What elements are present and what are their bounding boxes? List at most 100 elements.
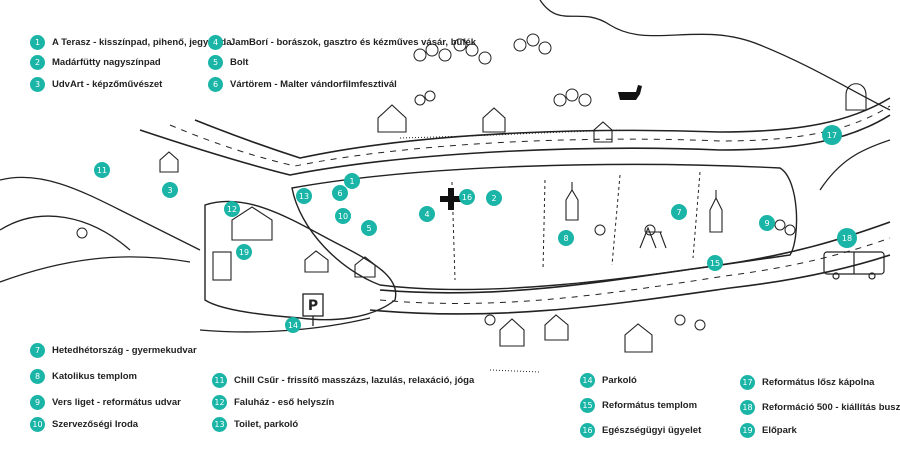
map-marker-number: 7 [676,208,681,217]
map-marker-number: 1 [349,177,354,186]
bus-icon [823,251,885,280]
festival-zone-outline [291,163,798,291]
map-marker-number: 18 [842,234,852,243]
legend-label: Vers liget - református udvar [52,396,181,408]
map-marker-number: 19 [239,248,249,257]
hill-left-2 [0,215,131,251]
legend-number-badge: 13 [212,416,227,432]
map-marker-7: 7 [671,204,687,220]
map-marker-2: 2 [486,190,502,206]
map-marker-number: 14 [288,321,298,330]
legend-label: Katolikus templom [52,370,137,382]
legend-label: Szervezőségi Iroda [52,418,139,430]
map-marker-12: 12 [224,201,240,217]
map-marker-number: 12 [227,205,237,214]
hill-left [0,176,201,251]
legend-number-badge: 17 [740,374,755,390]
legend-number-badge: 6 [208,76,223,92]
map-marker-number: 11 [97,166,107,175]
map-marker-1: 1 [344,173,360,189]
map-marker-number: 16 [462,193,472,202]
swing-icon [639,226,667,249]
map-marker-number: 2 [491,194,496,203]
legend-label: Toilet, parkoló [234,418,299,430]
medical-cross-icon [440,188,462,210]
fence-top [399,129,621,139]
legend-number-badge: 15 [580,397,595,413]
legend-number-badge: 7 [30,342,45,358]
map-marker-14: 14 [285,317,301,333]
zone-divider-1 [451,181,456,281]
map-marker-18: 18 [837,228,857,248]
road-edge-lower [194,97,891,159]
map-marker-number: 4 [424,210,429,219]
map-marker-6: 6 [332,185,348,201]
legend-number-badge: 9 [30,394,45,410]
map-marker-13: 13 [296,188,312,204]
map-marker-5: 5 [361,220,377,236]
zone-divider-2 [542,179,546,271]
legend-item-4: 4 JamBorí - borászok, gasztro és kézműves… [208,32,476,52]
road-centerline [379,237,891,304]
horse-icon [618,85,642,100]
legend-number-badge: 19 [740,422,755,438]
legend-label: A Terasz - kisszínpad, pihenő, jegyiroda [52,36,232,48]
map-marker-4: 4 [419,206,435,222]
map-marker-number: 5 [366,224,371,233]
road-edge-bottom [369,254,891,315]
legend-number-badge: 14 [580,372,595,388]
map-marker-11: 11 [94,162,110,178]
zone-divider-3 [611,174,621,266]
road-centerline-upper [169,105,891,167]
map-marker-10: 10 [335,208,351,224]
legend-number-badge: 4 [208,34,223,50]
map-marker-3: 3 [162,182,178,198]
legend-label: JamBorí - borászok, gasztro és kézműves … [230,36,477,48]
legend-item-1: 1 A Terasz - kisszínpad, pihenő, jegyirod… [30,32,231,52]
legend-label: Vártörem - Malter vándorfilmfesztivál [230,78,397,90]
legend-item-14: 14 Parkoló [580,370,637,390]
legend-label: Faluház - eső helyszín [234,396,335,408]
lower-road [199,317,371,333]
legend-item-13: 13 Toilet, parkoló [212,414,298,434]
road-edge-middle [379,221,891,294]
parking-sign-icon: P [302,293,324,326]
map-marker-8: 8 [558,230,574,246]
map-marker-number: 8 [563,234,568,243]
tree-icon [76,33,796,331]
map-marker-number: 6 [337,189,342,198]
legend-label: Reformáció 500 - kiállítás busz [762,401,900,413]
map-marker-number: 3 [167,186,172,195]
toilet-icon [212,251,232,281]
legend-number-badge: 5 [208,54,223,70]
map-marker-number: 15 [710,259,720,268]
village-block-outline [204,200,397,321]
map-marker-9: 9 [759,215,775,231]
zone-divider-4 [692,171,701,259]
legend-label: Bolt [230,56,249,68]
house-icon [159,104,653,353]
map-marker-15: 15 [707,255,723,271]
parking-sign-text: P [308,298,318,314]
map-marker-17: 17 [822,125,842,145]
road-edge-upper [139,114,891,176]
legend-item-6: 6 Vártörem - Malter vándorfilmfesztivál [208,74,397,94]
legend-label: Parkoló [602,374,637,386]
legend-label: Egészségügyi ügyelet [602,424,702,436]
hill-right [819,139,891,191]
fence-bottom [489,369,541,373]
legend-number-badge: 1 [30,34,45,50]
